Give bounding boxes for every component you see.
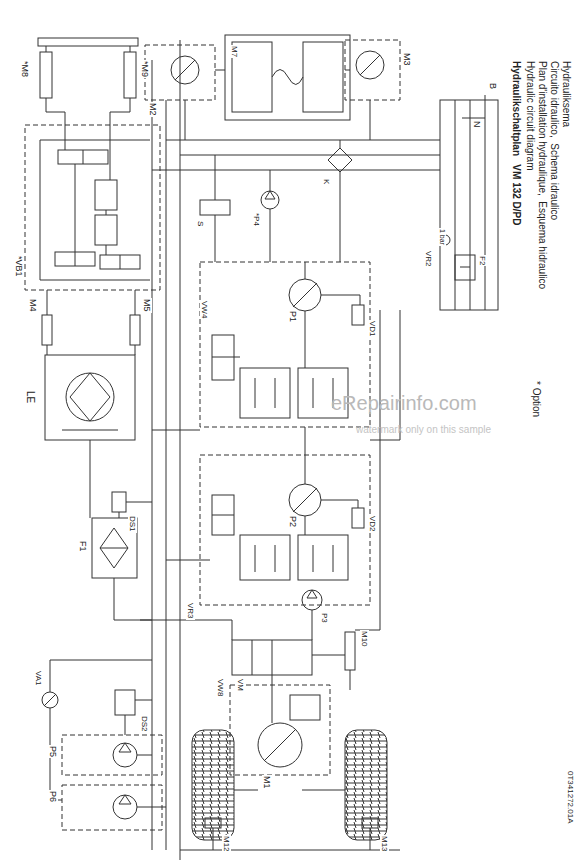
component-label: N	[472, 120, 482, 129]
component-label: M12	[222, 835, 231, 853]
component-label: VW4	[200, 300, 209, 319]
component-label: P3	[320, 612, 329, 624]
diagram-title: Hydraulikschaltplan VM 132 D/PD	[510, 60, 522, 227]
component-label: *VB1	[14, 255, 24, 278]
component-label: LE	[24, 390, 36, 404]
component-label: P1	[288, 310, 298, 323]
component-label: 0T341272.01A	[566, 770, 575, 825]
component-label: M10	[360, 630, 369, 648]
component-label: VD1	[368, 320, 377, 338]
component-label: K	[322, 178, 331, 185]
component-label: F1	[78, 540, 88, 553]
watermark: watermark only on this sample	[355, 424, 492, 436]
component-label: DS1	[128, 515, 137, 533]
component-label: VR2	[424, 250, 433, 268]
filter	[92, 492, 152, 620]
valve-block	[25, 125, 160, 290]
title-text: * Option	[530, 380, 542, 418]
hydraulic-line	[140, 40, 400, 860]
component-label: M13	[380, 835, 389, 853]
title-text: Plan d'installation hydraulique, Esquema…	[536, 60, 548, 290]
component-label: 1 bar	[438, 228, 446, 246]
brake-circuit	[42, 660, 166, 830]
fan-drive	[145, 35, 440, 170]
component-label: *M9	[140, 60, 150, 78]
component-label: *M8	[20, 60, 30, 78]
component-label: VA1	[34, 670, 43, 687]
drive-circuit	[192, 620, 387, 850]
component-label: B	[488, 82, 498, 90]
component-label: M2	[148, 102, 158, 117]
pump-group	[200, 140, 370, 640]
component-label: M5	[142, 298, 152, 313]
component-label: VM	[236, 678, 245, 692]
title-text: Hydraulic circuit diagram	[524, 60, 536, 171]
steering-unit	[42, 290, 140, 518]
watermark: eRepairinfo.com	[330, 392, 478, 415]
component-label: *P4	[252, 212, 261, 227]
tank-panel	[355, 95, 498, 630]
component-label: F2	[478, 255, 487, 266]
component-label: DS2	[140, 715, 149, 733]
component-label: VW8	[216, 678, 225, 697]
component-label: VR3	[186, 602, 195, 620]
component-label: S	[196, 220, 205, 227]
title-text: Circuito idraulico, Schema idraulico	[548, 60, 560, 221]
tilt-cylinders	[38, 38, 138, 130]
component-label: VD2	[368, 515, 377, 533]
component-label: M7	[230, 45, 239, 58]
component-label: P6	[48, 790, 58, 803]
component-label: M3	[402, 52, 412, 67]
component-label: M4	[28, 298, 38, 313]
title-text: Hydrauliksema	[560, 60, 572, 128]
component-label: M1	[262, 775, 272, 790]
component-label: P5	[48, 745, 58, 758]
component-label: P2	[288, 515, 298, 528]
